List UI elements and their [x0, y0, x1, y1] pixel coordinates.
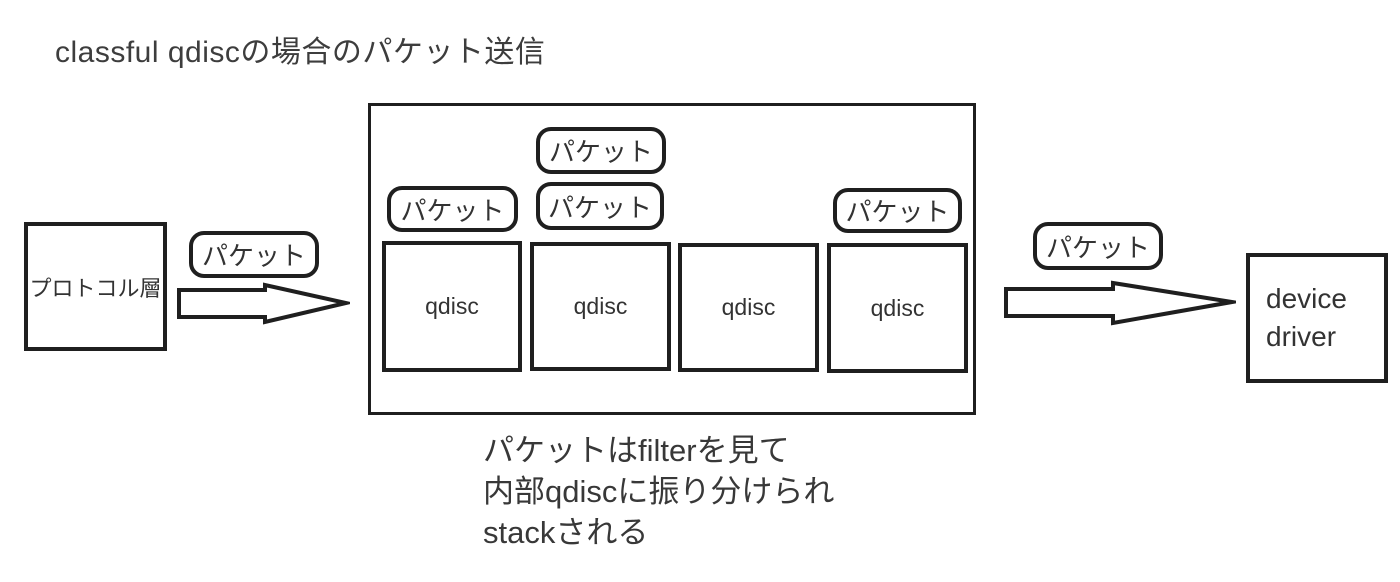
qdisc-box-3: qdisc: [678, 243, 819, 372]
packet-label: パケット: [400, 195, 505, 226]
right-arrow-icon: [1004, 280, 1236, 326]
packet-label: パケット: [845, 197, 950, 227]
caption: パケットはfilterを見て 内部qdiscに振り分けられ stackされる: [483, 430, 834, 553]
packet-pill-qdisc2-upper: パケット: [536, 127, 666, 174]
device-driver-label-line1: device: [1266, 283, 1347, 314]
packet-label: パケット: [547, 192, 652, 223]
qdisc-label: qdisc: [721, 294, 776, 320]
caption-line-3: stackされる: [483, 515, 649, 550]
right-arrow-icon: [177, 282, 350, 325]
packet-pill-qdisc4: パケット: [833, 188, 962, 233]
qdisc-box-2: qdisc: [530, 242, 671, 371]
packet-pill-qdisc1: パケット: [387, 186, 518, 232]
packet-pill-outgoing: パケット: [1033, 222, 1163, 270]
protocol-layer-box: プロトコル層: [24, 222, 167, 351]
packet-pill-qdisc2-lower: パケット: [536, 182, 664, 230]
packet-label: パケット: [548, 137, 653, 167]
qdisc-label: qdisc: [573, 293, 628, 319]
qdisc-box-1: qdisc: [382, 241, 522, 372]
caption-line-2: 内部qdiscに振り分けられ: [483, 474, 835, 509]
packet-pill-incoming: パケット: [189, 231, 319, 278]
caption-line-1: パケットはfilterを見て: [483, 433, 790, 468]
qdisc-label: qdisc: [425, 293, 479, 319]
device-driver-box: device driver: [1246, 253, 1388, 383]
diagram-title: classful qdiscの場合のパケット送信: [55, 36, 546, 69]
qdisc-box-4: qdisc: [827, 243, 968, 373]
qdisc-label: qdisc: [870, 294, 925, 321]
protocol-layer-label: プロトコル層: [29, 275, 162, 301]
packet-label: パケット: [1045, 232, 1150, 263]
packet-label: パケット: [201, 241, 306, 271]
device-driver-label-line2: driver: [1266, 321, 1337, 352]
